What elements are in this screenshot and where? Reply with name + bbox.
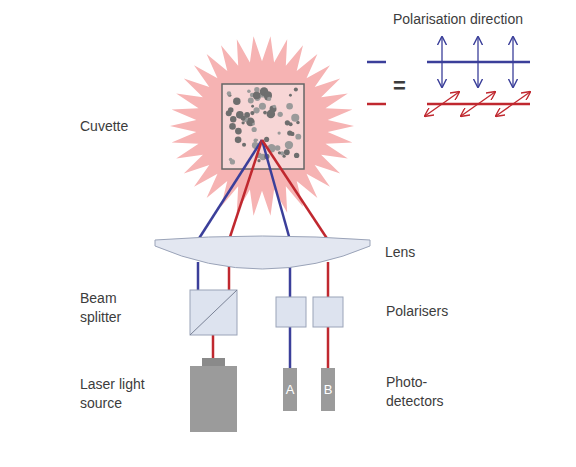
blue-sample bbox=[367, 61, 386, 64]
beam-splitter-cube bbox=[190, 290, 237, 335]
part-label: Beam splitter bbox=[80, 289, 155, 327]
laser-nozzle bbox=[202, 358, 225, 367]
part-label: Cuvette bbox=[80, 117, 170, 136]
detector-letter: A bbox=[286, 382, 295, 397]
part-label: Lens bbox=[385, 243, 465, 262]
part-label: Polarisers bbox=[386, 302, 486, 321]
polarisation-arrows bbox=[425, 37, 530, 116]
particles bbox=[226, 87, 301, 165]
part-label: Polarisation direction bbox=[393, 10, 563, 29]
photodetector: A bbox=[283, 368, 297, 411]
scatter-glow bbox=[170, 36, 354, 216]
part-label: Laser light source bbox=[80, 375, 170, 413]
detector-letter: B bbox=[324, 382, 333, 397]
splitter-diagonal bbox=[190, 290, 237, 335]
lens bbox=[155, 236, 370, 269]
equals-sign: = bbox=[393, 72, 417, 99]
polariser bbox=[313, 297, 343, 327]
red-sample bbox=[367, 103, 386, 106]
cuvette-box bbox=[222, 84, 304, 169]
laser-body bbox=[190, 366, 237, 432]
part-label: Photo- detectors bbox=[386, 373, 466, 411]
polariser bbox=[276, 297, 306, 327]
photodetector: B bbox=[321, 368, 335, 411]
